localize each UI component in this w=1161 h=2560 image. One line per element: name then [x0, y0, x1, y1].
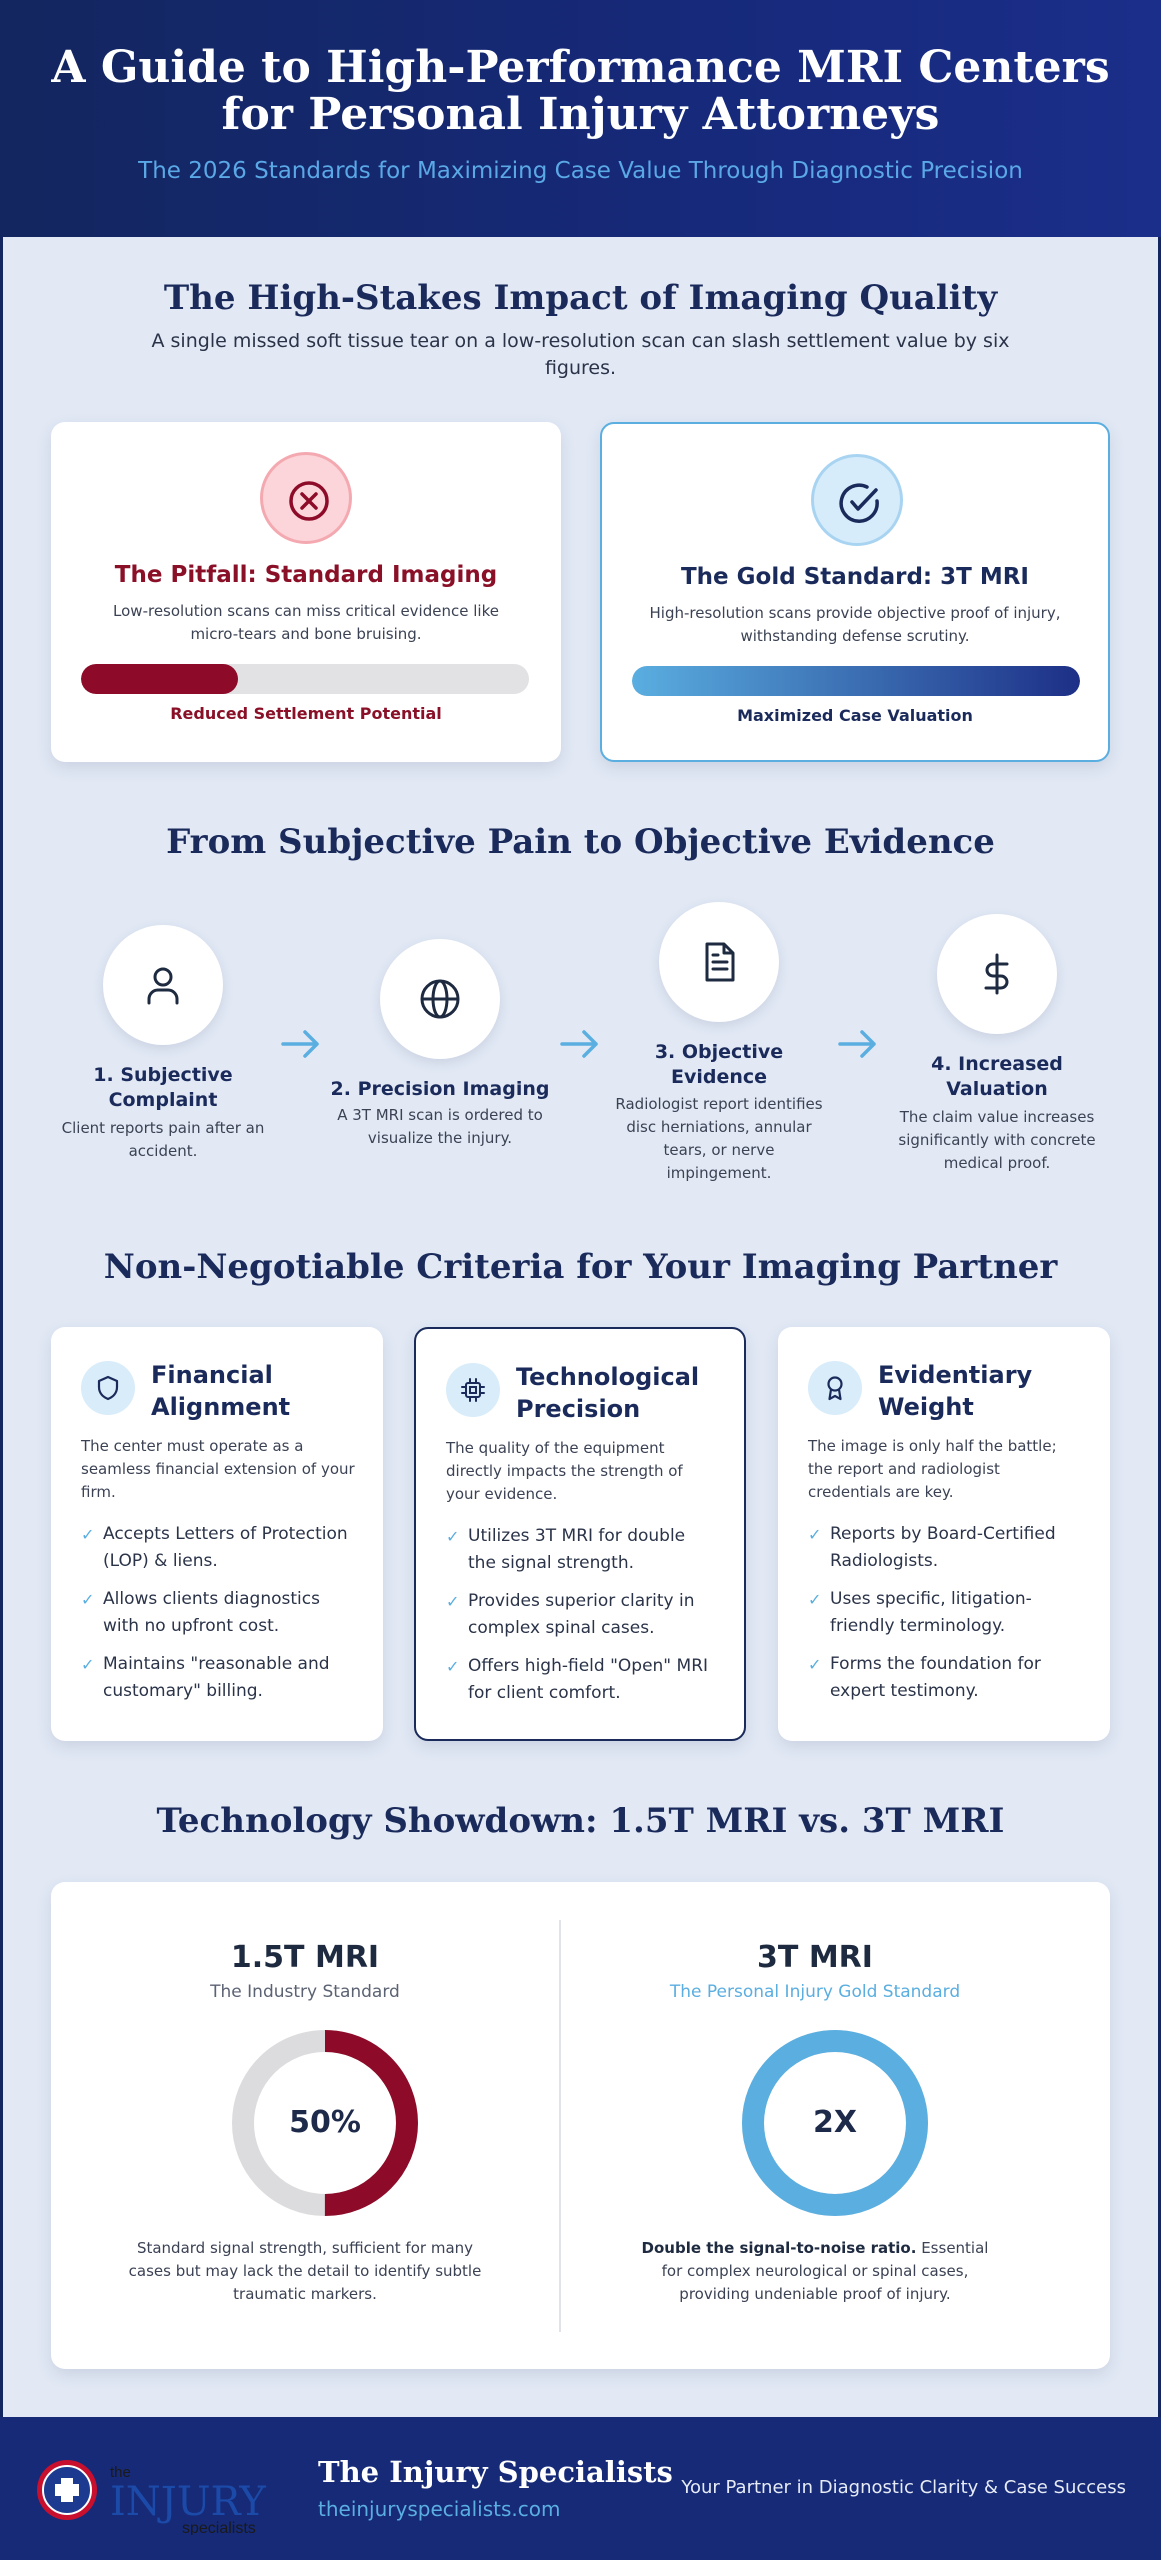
gold-standard-text: High-resolution scans provide objective … [649, 604, 1061, 645]
check-icon: ✓ [808, 1525, 822, 1544]
pitfall-card: The Pitfall: Standard Imaging Low-resolu… [51, 422, 561, 762]
criteria-card-intro: The center must operate as a seamless fi… [81, 1437, 355, 1501]
list-item: ✓Provides superior clarity in complex sp… [446, 1588, 718, 1642]
injury-specialists-logo: the INJURY specialists [37, 2460, 266, 2535]
criteria-card-financial: Financial Alignment The center must oper… [51, 1327, 383, 1741]
process-step-1-text: Client reports pain after an accident. [61, 1119, 265, 1160]
check-icon: ✓ [446, 1527, 460, 1546]
arrow-right-icon [560, 1030, 598, 1058]
footer-url-link[interactable]: theinjuryspecialists.com [318, 2497, 561, 2521]
showdown-section-title: Technology Showdown: 1.5T MRI vs. 3T MRI [156, 1801, 1005, 1841]
mri-3t-column: 3T MRI The Personal Injury Gold Standard… [561, 1882, 1069, 2369]
mri-1-5t-ring [232, 2030, 418, 2216]
mri-1-5t-ring-value: 50% [289, 2105, 361, 2140]
criteria-list: ✓Accepts Letters of Protection (LOP) & l… [81, 1521, 357, 1716]
content-frame [0, 237, 1161, 2417]
list-item: ✓Forms the foundation for expert testimo… [808, 1651, 1084, 1705]
criteria-section-title: Non-Negotiable Criteria for Your Imaging… [103, 1247, 1058, 1287]
check-icon: ✓ [808, 1590, 822, 1609]
scan-icon [380, 939, 500, 1059]
gold-standard-title: The Gold Standard: 3T MRI [680, 564, 1029, 590]
mri-3t-text: Double the signal-to-noise ratio. Essent… [631, 2237, 999, 2306]
list-item: ✓Uses specific, litigation-friendly term… [808, 1586, 1084, 1640]
pitfall-text: Low-resolution scans can miss critical e… [113, 602, 499, 643]
mri-3t-title: 3T MRI [757, 1940, 873, 1975]
gold-standard-card: The Gold Standard: 3T MRI High-resolutio… [600, 422, 1110, 762]
gold-standard-bar-label: Maximized Case Valuation [737, 706, 973, 725]
logo-text-brand: INJURY [110, 2479, 266, 2525]
user-icon [103, 925, 223, 1045]
logo-text-the: the [110, 2464, 131, 2481]
mri-3t-ring-fill [742, 2030, 928, 2216]
mri-3t-text-bold: Double the signal-to-noise ratio. [641, 2239, 917, 2257]
impact-section-title: The High-Stakes Impact of Imaging Qualit… [163, 278, 998, 318]
mri-1-5t-text: Standard signal strength, sufficient for… [128, 2239, 482, 2303]
page-footer: the INJURY specialists The Injury Specia… [0, 2417, 1161, 2560]
check-circle-icon [811, 454, 903, 546]
list-item: ✓Maintains "reasonable and customary" bi… [81, 1651, 357, 1705]
footer-tagline: Your Partner in Diagnostic Clarity & Cas… [681, 2477, 1126, 2498]
footer-title: The Injury Specialists [318, 2455, 673, 2489]
process-section-title: From Subjective Pain to Objective Eviden… [166, 822, 995, 862]
chip-icon [446, 1363, 500, 1417]
list-item: ✓Allows clients diagnostics with no upfr… [81, 1586, 357, 1640]
gold-standard-progress-fill [632, 666, 1080, 696]
mri-1-5t-ring-fill [232, 2030, 418, 2216]
page-subtitle: The 2026 Standards for Maximizing Case V… [138, 158, 1023, 184]
mri-1-5t-column: 1.5T MRI The Industry Standard 50% Stand… [51, 1882, 559, 2369]
process-step-2-title: 2. Precision Imaging [330, 1078, 550, 1100]
showdown-card: 1.5T MRI The Industry Standard 50% Stand… [51, 1882, 1110, 2369]
check-icon: ✓ [446, 1592, 460, 1611]
process-step-3-title: 3. Objective Evidence [654, 1041, 784, 1088]
check-icon: ✓ [446, 1657, 460, 1676]
shield-icon [81, 1361, 135, 1415]
dollar-icon [937, 914, 1057, 1034]
logo-text-sub: specialists [182, 2520, 256, 2535]
x-circle-icon [260, 452, 352, 544]
award-icon [808, 1361, 862, 1415]
list-item: ✓Utilizes 3T MRI for double the signal s… [446, 1523, 718, 1577]
document-icon [659, 902, 779, 1022]
pitfall-bar-label: Reduced Settlement Potential [170, 704, 442, 723]
mri-3t-ring-value: 2X [812, 2105, 857, 2140]
mri-3t-tag: The Personal Injury Gold Standard [669, 1982, 961, 2002]
page-title: A Guide to High-Performance MRI Centers … [51, 42, 1110, 140]
criteria-card-title: Financial Alignment [151, 1361, 291, 1421]
pitfall-title: The Pitfall: Standard Imaging [114, 562, 498, 588]
page-header: A Guide to High-Performance MRI Centers … [0, 0, 1161, 237]
process-step-4-text: The claim value increases significantly … [898, 1108, 1096, 1172]
gold-standard-progress-bar [632, 666, 1080, 696]
criteria-card-intro: The quality of the equipment directly im… [446, 1439, 683, 1503]
process-step-4-title: 4. Increased Valuation [931, 1053, 1063, 1100]
process-step-1-title: 1. Subjective Complaint [93, 1064, 233, 1111]
criteria-list: ✓Utilizes 3T MRI for double the signal s… [446, 1523, 718, 1718]
process-step-3-text: Radiologist report identifies disc herni… [615, 1095, 823, 1182]
list-item: ✓Offers high-field "Open" MRI for client… [446, 1653, 718, 1707]
mri-3t-ring [742, 2030, 928, 2216]
arrow-right-icon [838, 1030, 876, 1058]
mri-3t-text-body: Essential for complex neurological or sp… [661, 2239, 989, 2303]
criteria-card-title: Technological Precision [516, 1363, 700, 1423]
check-icon: ✓ [81, 1655, 95, 1674]
pitfall-progress-bar [81, 664, 529, 694]
criteria-card-intro: The image is only half the battle; the r… [808, 1437, 1057, 1501]
impact-section-description: A single missed soft tissue tear on a lo… [151, 330, 1010, 379]
check-icon: ✓ [808, 1655, 822, 1674]
process-step-2-text: A 3T MRI scan is ordered to visualize th… [337, 1106, 543, 1147]
arrow-right-icon [281, 1030, 319, 1058]
criteria-card-evidentiary: Evidentiary Weight The image is only hal… [778, 1327, 1110, 1741]
criteria-card-technological: Technological Precision The quality of t… [414, 1327, 746, 1741]
criteria-card-title: Evidentiary Weight [878, 1361, 1033, 1421]
criteria-list: ✓Reports by Board-Certified Radiologists… [808, 1521, 1084, 1716]
mri-1-5t-title: 1.5T MRI [230, 1940, 380, 1975]
pitfall-progress-fill [81, 664, 238, 694]
mri-1-5t-tag: The Industry Standard [210, 1982, 400, 2002]
list-item: ✓Reports by Board-Certified Radiologists… [808, 1521, 1084, 1575]
column-divider [559, 1920, 561, 2332]
list-item: ✓Accepts Letters of Protection (LOP) & l… [81, 1521, 357, 1575]
check-icon: ✓ [81, 1525, 95, 1544]
check-icon: ✓ [81, 1590, 95, 1609]
